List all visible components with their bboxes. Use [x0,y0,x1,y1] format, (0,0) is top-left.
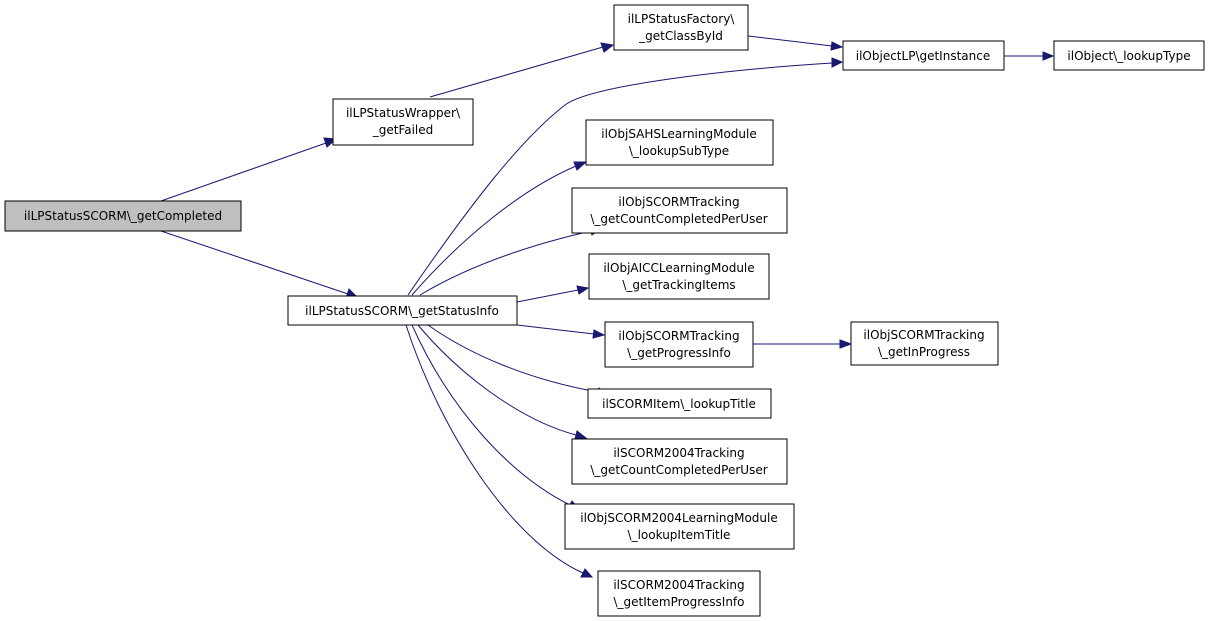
edge-statusinfo-to-scormitem [427,324,610,397]
edge-objectlp-to-lookuptype [1004,51,1055,61]
node-statusinfo-label: ilLPStatusSCORM\_getStatusInfo [305,304,499,318]
node-s2004count-label-1: ilSCORM2004Tracking [613,446,744,460]
node-inprogress-label-2: \_getInProgress [878,345,970,359]
edge-root-to-statusinfo [160,230,359,299]
node-sahs-label-2: \_lookupSubType [629,144,729,158]
node-s2004lm[interactable]: ilObjSCORM2004LearningModule \_lookupIte… [564,503,795,550]
node-factory-label-1: ilLPStatusFactory\ [628,12,736,26]
node-inprogress-label-1: ilObjSCORMTracking [863,328,984,342]
edge-statusinfo-to-progressinfo [516,324,606,339]
node-aicc[interactable]: ilObjAICCLearningModule \_getTrackingIte… [588,253,770,300]
node-progressinfo-label-1: ilObjSCORMTracking [618,329,739,343]
node-s2004progress[interactable]: ilSCORM2004Tracking \_getItemProgressInf… [597,570,761,617]
node-s2004lm-label-2: \_lookupItemTitle [628,528,731,542]
node-aicc-label-2: \_getTrackingItems [622,278,735,292]
node-root[interactable]: ilLPStatusSCORM\_getCompleted [4,200,242,232]
edge-statusinfo-to-sahs [411,161,588,296]
edge-root-to-wrapper [160,137,338,202]
node-lookuptype[interactable]: ilObject\_lookupType [1053,40,1205,71]
edge-statusinfo-to-scormcount [419,226,603,296]
edge-statusinfo-to-aicc [516,285,590,303]
edge-statusinfo-to-objectlp [407,57,844,296]
node-statusinfo[interactable]: ilLPStatusSCORM\_getStatusInfo [287,295,518,326]
node-s2004count-label-2: \_getCountCompletedPerUser [590,463,767,477]
edge-wrapper-to-factory [429,42,615,98]
node-factory-label-2: _getClassById [638,29,723,43]
edge-factory-to-objectlp [747,35,844,51]
node-s2004lm-label-1: ilObjSCORM2004LearningModule [580,511,777,525]
node-s2004count[interactable]: ilSCORM2004Tracking \_getCountCompletedP… [571,438,788,485]
edge-progressinfo-to-inprogress [753,339,853,349]
node-aicc-label-1: ilObjAICCLearningModule [603,261,754,275]
node-wrapper-label-2: _getFailed [372,123,434,137]
node-progressinfo[interactable]: ilObjSCORMTracking \_getProgressInfo [604,321,754,368]
node-objectlp[interactable]: ilObjectLP\getInstance [842,40,1005,71]
edge-statusinfo-to-s2004progress [405,324,594,578]
node-scormcount[interactable]: ilObjSCORMTracking \_getCountCompletedPe… [571,187,788,234]
node-wrapper-label-1: ilLPStatusWrapper\ [346,106,461,120]
node-progressinfo-label-2: \_getProgressInfo [627,346,731,360]
node-scormcount-label-1: ilObjSCORMTracking [618,195,739,209]
node-objectlp-label: ilObjectLP\getInstance [856,49,990,63]
node-sahs[interactable]: ilObjSAHSLearningModule \_lookupSubType [585,119,774,166]
node-lookuptype-label: ilObject\_lookupType [1067,49,1190,63]
node-s2004progress-label-2: \_getItemProgressInfo [614,595,745,609]
edge-statusinfo-to-s2004lm [411,324,581,510]
node-scormitem-label: ilSCORMItem\_lookupTitle [602,397,756,411]
node-scormcount-label-2: \_getCountCompletedPerUser [590,212,767,226]
node-factory[interactable]: ilLPStatusFactory\ _getClassById [613,4,749,51]
node-scormitem[interactable]: ilSCORMItem\_lookupTitle [587,388,772,419]
node-inprogress[interactable]: ilObjSCORMTracking \_getInProgress [850,321,999,366]
node-wrapper[interactable]: ilLPStatusWrapper\ _getFailed [332,98,474,146]
node-root-label-1: ilLPStatusSCORM\_getCompleted [24,209,222,223]
node-s2004progress-label-1: ilSCORM2004Tracking [613,578,744,592]
node-sahs-label-1: ilObjSAHSLearningModule [601,127,756,141]
edge-statusinfo-to-s2004count [417,324,588,440]
